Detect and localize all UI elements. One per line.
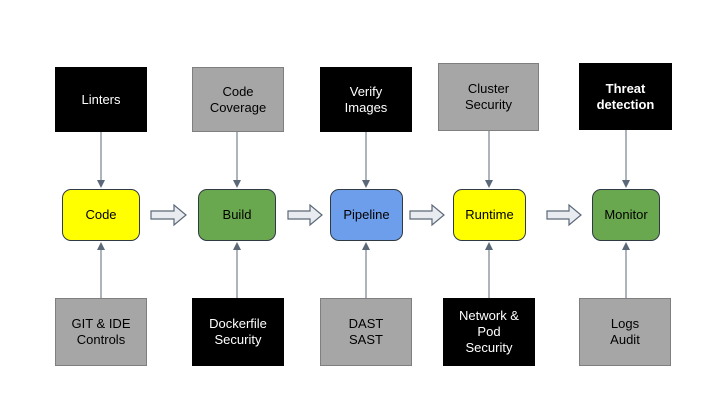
stage-runtime: Runtime bbox=[453, 189, 526, 241]
tool-box-network-pod-security: Network & Pod Security bbox=[443, 298, 535, 366]
tool-box-verify-images: Verify Images bbox=[320, 67, 412, 132]
tool-box-dockerfile-security: Dockerfile Security bbox=[192, 298, 284, 366]
stage-monitor: Monitor bbox=[592, 189, 660, 241]
stage-pipeline: Pipeline bbox=[330, 189, 403, 241]
tool-box-git-ide-controls: GIT & IDE Controls bbox=[55, 298, 147, 366]
tool-box-code-coverage: Code Coverage bbox=[192, 67, 284, 132]
flow-arrow-pipeline-to-runtime bbox=[409, 203, 445, 227]
stage-build: Build bbox=[198, 189, 276, 241]
tool-box-threat-detection: Threat detection bbox=[579, 63, 672, 130]
tool-box-linters: Linters bbox=[55, 67, 147, 132]
flow-arrow-build-to-pipeline bbox=[287, 203, 323, 227]
tool-box-cluster-security: Cluster Security bbox=[438, 63, 539, 131]
stage-code: Code bbox=[62, 189, 140, 241]
flow-arrow-runtime-to-monitor bbox=[546, 203, 582, 227]
tool-box-dast-sast: DAST SAST bbox=[320, 298, 412, 366]
flow-arrow-code-to-build bbox=[150, 203, 187, 227]
tool-box-logs-audit: Logs Audit bbox=[579, 298, 671, 366]
